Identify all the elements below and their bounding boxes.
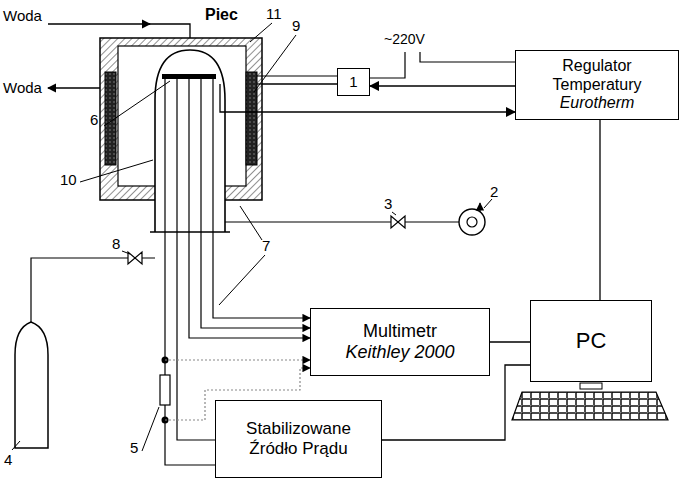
resistor-symbol — [160, 375, 170, 405]
callout-number: 2 — [490, 184, 498, 199]
water-in — [148, 24, 190, 38]
leader-line — [104, 81, 170, 126]
leader-line — [219, 255, 265, 305]
mains-wire — [420, 52, 515, 62]
leader-line — [484, 199, 492, 208]
furnace: Piec — [100, 38, 262, 200]
callout-number: 9 — [292, 18, 300, 33]
water-out — [48, 87, 100, 88]
leader-line — [392, 212, 396, 215]
current-source-box: Stabilizowane Źródło Prądu — [215, 400, 382, 478]
leader-line — [12, 441, 20, 450]
water-in — [48, 23, 150, 24]
sample — [162, 74, 216, 79]
gas-line — [31, 258, 155, 322]
signal-wire — [262, 83, 337, 84]
computer-box: PC — [530, 300, 652, 382]
pc-keyboard — [512, 392, 668, 420]
leader-line — [80, 160, 153, 182]
callout-number: 3 — [384, 196, 392, 211]
node-text: PC — [576, 328, 607, 353]
valve-symbol — [391, 216, 405, 228]
probe-wire — [201, 79, 310, 328]
callout-number: 6 — [90, 112, 98, 127]
signal-wire — [490, 341, 530, 342]
leader-line — [250, 23, 272, 42]
mains-label: ~220V — [384, 32, 425, 46]
node-text: Eurotherm — [560, 94, 635, 112]
signal-wire — [262, 111, 515, 112]
signal-wire — [382, 365, 530, 440]
probe-wire — [177, 79, 215, 440]
thermocouple — [220, 84, 262, 112]
leader-line — [240, 206, 262, 240]
pc-stand — [580, 383, 602, 389]
multimeter-box: MultimetrKeithley 2000 — [310, 308, 490, 376]
heater-wire — [257, 75, 337, 76]
valve-symbol — [128, 252, 142, 264]
node-text: Multimetr — [363, 321, 437, 342]
temperature-controller-box: Regulator TemperaturyEurotherm — [515, 50, 679, 120]
callout-number: 8 — [112, 236, 120, 251]
callout-number: 10 — [60, 172, 77, 187]
tube-base — [150, 231, 230, 233]
power-unit-box: 1 — [337, 68, 370, 96]
callout-number: 5 — [130, 440, 138, 455]
mains-wire — [370, 52, 405, 78]
probe-wire — [189, 79, 310, 338]
probe-wire — [213, 79, 310, 318]
callout-number: 7 — [262, 238, 270, 253]
sense-line — [165, 359, 310, 360]
heater-right — [246, 72, 257, 165]
node-text: 1 — [349, 73, 357, 90]
water-label: Woda — [3, 80, 42, 95]
node-text: Keithley 2000 — [345, 342, 454, 363]
pump-symbol — [459, 209, 485, 235]
gas-cylinder — [15, 322, 48, 448]
water-label: Woda — [3, 8, 42, 23]
callout-number: 11 — [266, 6, 282, 21]
node-text: Regulator Temperatury — [520, 57, 674, 94]
signal-wire — [370, 85, 515, 86]
node-text: Stabilizowane Źródło Prądu — [220, 419, 377, 458]
furnace-title: Piec — [205, 6, 238, 24]
pump-rotor — [467, 217, 477, 227]
callout-number: 4 — [4, 452, 12, 467]
leader-line — [122, 251, 130, 254]
gas-line — [225, 221, 459, 222]
pump-arrow — [479, 203, 480, 212]
probe-wire — [165, 79, 215, 465]
signal-wire — [599, 120, 600, 300]
leader-line — [142, 407, 159, 451]
